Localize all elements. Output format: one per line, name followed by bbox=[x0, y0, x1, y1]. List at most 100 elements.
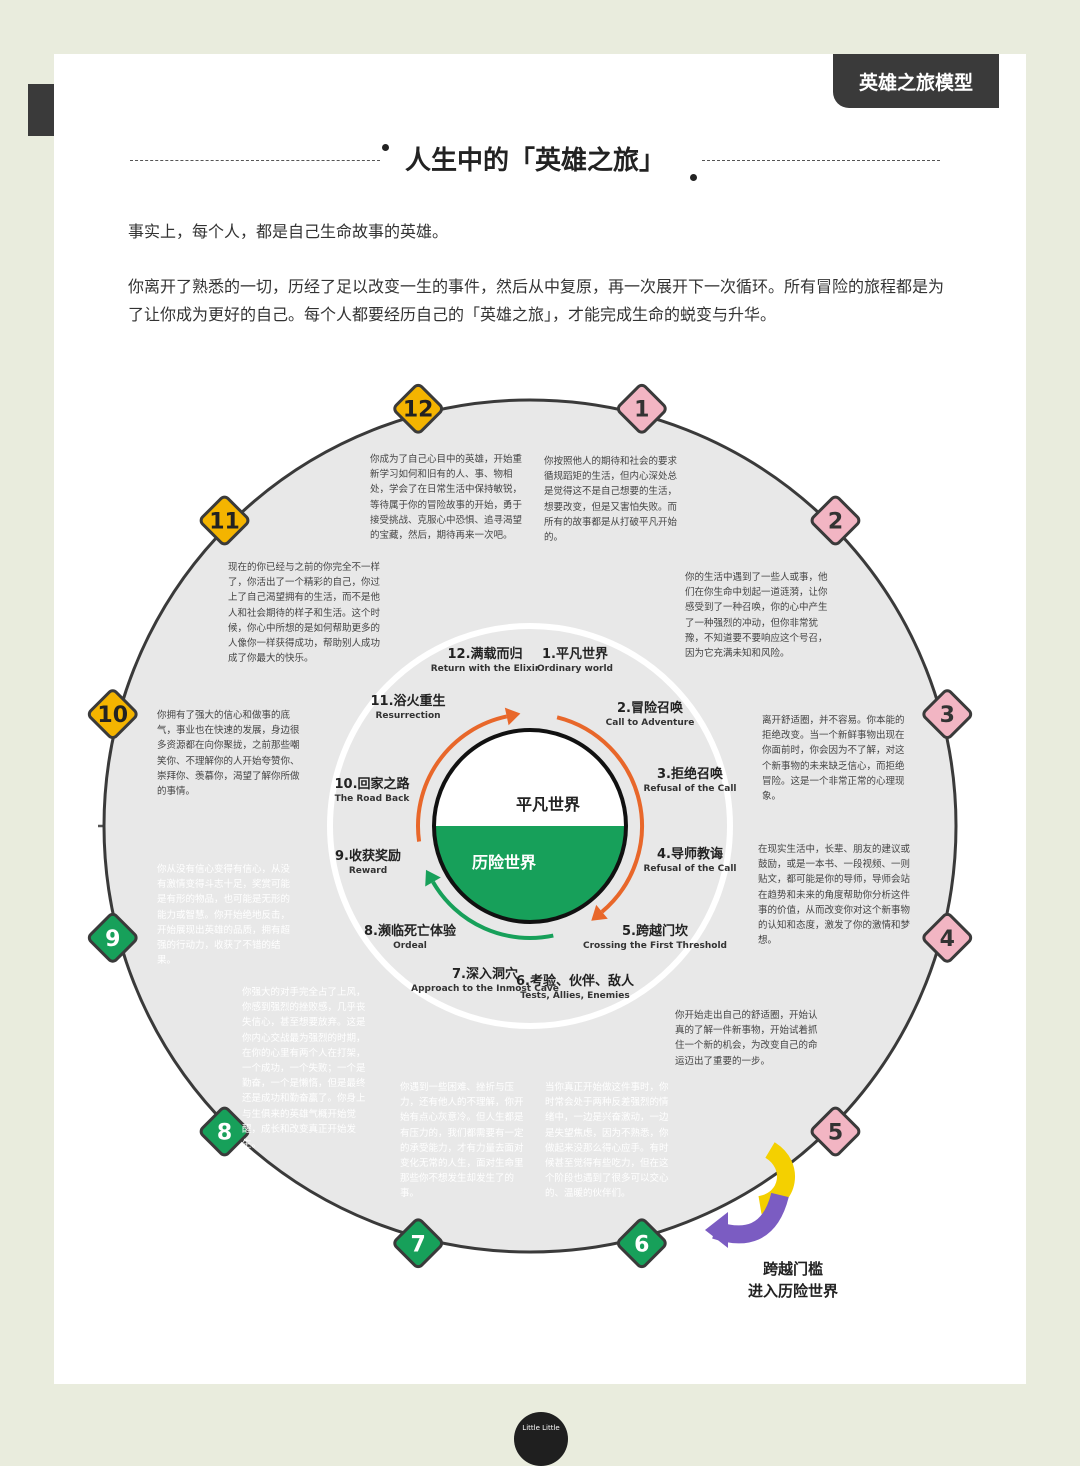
stage-badge-diamond bbox=[393, 1218, 444, 1269]
stage-badge-7: 7 bbox=[393, 1218, 444, 1269]
stage-label-en-11: Resurrection bbox=[375, 711, 440, 721]
stage-badge-11: 11 bbox=[199, 495, 250, 546]
stage-badge-10: 10 bbox=[87, 689, 138, 740]
title-dot-right bbox=[690, 174, 697, 181]
stage-label-1: 1.平凡世界 bbox=[542, 646, 608, 662]
stage-label-en-1: Ordinary world bbox=[537, 664, 613, 674]
stage-badge-diamond bbox=[616, 1218, 667, 1269]
stage-badge-8: 8 bbox=[199, 1106, 250, 1157]
core-lower-half bbox=[434, 826, 626, 922]
stage-label-en-4: Refusal of the Call bbox=[643, 864, 736, 874]
stage-description-9: 你从没有信心变得有信心，从没有激情变得斗志十足，奖赏可能是有形的物品，也可能是无… bbox=[157, 864, 291, 967]
stage-description-6: 当你真正开始做这件事时，你时常会处于两种反差强烈的情绪中，一边是兴奋激动，一边是… bbox=[545, 1082, 669, 1200]
arrowhead-orange-left bbox=[504, 707, 521, 726]
stage-badge-diamond bbox=[87, 689, 138, 740]
stage-badge-diamond bbox=[616, 383, 667, 434]
threshold-caption-line2: 进入历险世界 bbox=[747, 1282, 838, 1300]
stage-label-7: 7.深入洞穴 bbox=[452, 966, 518, 982]
stage-label-6: 6.考验、伙伴、敌人 bbox=[516, 973, 635, 989]
arrowhead-green bbox=[425, 869, 441, 887]
stage-label-en-6: Tests, Allies, Enemies bbox=[520, 991, 629, 1001]
page-title: 人生中的「英雄之旅」 bbox=[404, 146, 665, 176]
stage-badge-number: 3 bbox=[940, 703, 955, 728]
stage-badge-2: 2 bbox=[810, 495, 861, 546]
threshold-caption-line1: 跨越门槛 bbox=[762, 1260, 823, 1278]
stage-badge-number: 12 bbox=[403, 398, 434, 423]
title-line-left bbox=[130, 160, 380, 161]
stage-badge-diamond bbox=[393, 383, 444, 434]
stage-badge-3: 3 bbox=[922, 689, 973, 740]
stage-badge-number: 10 bbox=[97, 703, 128, 728]
stage-description-8: 你强大的对手完全占了上风，你感到强烈的挫败感，几乎丧失信心，甚至想要放弃。这是你… bbox=[242, 987, 366, 1151]
stage-badge-12: 12 bbox=[393, 383, 444, 434]
stage-description-2: 你的生活中遇到了一些人或事，他们在你生命中划起一道涟漪，让你感受到了一种召唤，你… bbox=[685, 572, 828, 660]
stage-badge-number: 7 bbox=[411, 1232, 426, 1257]
arrow-orange-left bbox=[416, 714, 508, 842]
stage-badge-number: 2 bbox=[828, 510, 843, 535]
stage-label-en-12: Return with the Elixir bbox=[431, 664, 540, 674]
core-label-ordinary: 平凡世界 bbox=[516, 795, 580, 814]
middle-ring-border bbox=[327, 623, 733, 1029]
core-outline bbox=[432, 728, 628, 924]
stage-badge-4: 4 bbox=[922, 912, 973, 963]
stage-label-11: 11.浴火重生 bbox=[370, 693, 445, 709]
threshold-arrowhead bbox=[705, 1212, 728, 1248]
stage-label-9: 9.收获奖励 bbox=[335, 848, 401, 864]
stage-badge-number: 9 bbox=[105, 927, 120, 952]
stage-badge-number: 8 bbox=[217, 1120, 232, 1145]
stage-label-8: 8.濒临死亡体验 bbox=[364, 923, 457, 939]
stage-label-12: 12.满载而归 bbox=[447, 646, 522, 662]
stage-description-10: 你拥有了强大的信心和做事的底气，事业也在快速的发展，身边很多资源都在向你聚拢，之… bbox=[157, 710, 300, 798]
stage-badge-diamond bbox=[810, 1106, 861, 1157]
stage-label-en-3: Refusal of the Call bbox=[643, 784, 736, 794]
brand-logo: Little Little bbox=[514, 1412, 568, 1466]
stage-label-en-8: Ordeal bbox=[393, 941, 427, 951]
stage-badge-diamond bbox=[199, 495, 250, 546]
stage-badge-number: 6 bbox=[634, 1232, 649, 1257]
stage-badge-diamond bbox=[922, 689, 973, 740]
stage-badge-diamond bbox=[87, 912, 138, 963]
stage-badge-9: 9 bbox=[87, 912, 138, 963]
stage-badge-number: 5 bbox=[828, 1120, 843, 1145]
stage-badge-diamond bbox=[199, 1106, 250, 1157]
arrowhead-orange-right bbox=[591, 904, 608, 921]
arrow-green-bottom bbox=[431, 880, 554, 940]
stage-badge-diamond bbox=[922, 912, 973, 963]
model-badge: 英雄之旅模型 bbox=[833, 54, 999, 108]
stage-badge-number: 1 bbox=[634, 398, 649, 423]
stage-description-1: 你按照他人的期待和社会的要求循规蹈矩的生活，但内心深处总是觉得这不是自己想要的生… bbox=[544, 456, 678, 544]
stage-label-en-7: Approach to the Inmost Cave bbox=[411, 984, 559, 994]
title-dot-left bbox=[382, 144, 389, 151]
intro-line-1: 事实上，每个人，都是自己生命故事的英雄。 bbox=[128, 222, 449, 241]
stage-badge-1: 1 bbox=[616, 383, 667, 434]
stage-label-5: 5.跨越门坎 bbox=[622, 923, 688, 939]
stage-label-10: 10.回家之路 bbox=[334, 776, 410, 792]
stage-badge-5: 5 bbox=[810, 1106, 861, 1157]
stage-badge-number: 4 bbox=[940, 927, 955, 952]
stage-label-3: 3.拒绝召唤 bbox=[657, 766, 724, 782]
stage-badge-number: 11 bbox=[209, 510, 240, 535]
stage-label-en-9: Reward bbox=[349, 866, 387, 876]
stage-description-5: 你开始走出自己的舒适圈，开始认真的了解一件新事物，开始试着抓住一个新的机会，为改… bbox=[675, 1010, 818, 1067]
intro-paragraph: 你离开了熟悉的一切，历经了足以改变一生的事件，然后从中复原，再一次展开下一次循环… bbox=[128, 277, 945, 324]
stage-description-4: 在现实生活中，长辈、朋友的建议或鼓励，或是一本书、一段视频、一则贴文，都可能是你… bbox=[758, 844, 911, 947]
stage-label-en-5: Crossing the First Threshold bbox=[583, 941, 727, 951]
stage-badge-diamond bbox=[810, 495, 861, 546]
stage-description-11: 现在的你已经与之前的你完全不一样了，你活出了一个精彩的自己，你过上了自己渴望拥有… bbox=[228, 562, 381, 665]
stage-badge-6: 6 bbox=[616, 1218, 667, 1269]
core-label-adventure: 历险世界 bbox=[472, 853, 536, 872]
stage-description-7: 你遇到一些困难、挫折与压力，还有他人的不理解，你开始有点心灰意冷。但人生都是有压… bbox=[400, 1082, 524, 1200]
title-row: 人生中的「英雄之旅」 bbox=[130, 140, 940, 184]
threshold-caption: 跨越门槛 进入历险世界 bbox=[728, 1258, 858, 1302]
stage-description-12: 你成为了自己心目中的英雄，开始重新学习如何和旧有的人、事、物相处，学会了在日常生… bbox=[370, 454, 523, 542]
brand-logo-text: Little Little bbox=[522, 1424, 560, 1432]
title-line-right bbox=[702, 160, 940, 161]
stage-label-2: 2.冒险召唤 bbox=[617, 700, 684, 716]
stage-description-3: 离开舒适圈，并不容易。你本能的拒绝改变。当一个新鲜事物出现在你面前时，你会因为不… bbox=[762, 715, 905, 803]
stage-label-4: 4.导师教诲 bbox=[657, 846, 723, 862]
side-tab-marker bbox=[28, 84, 54, 136]
stage-label-en-10: The Road Back bbox=[335, 794, 411, 804]
arrow-orange-right bbox=[556, 715, 644, 914]
stage-label-en-2: Call to Adventure bbox=[606, 718, 695, 728]
